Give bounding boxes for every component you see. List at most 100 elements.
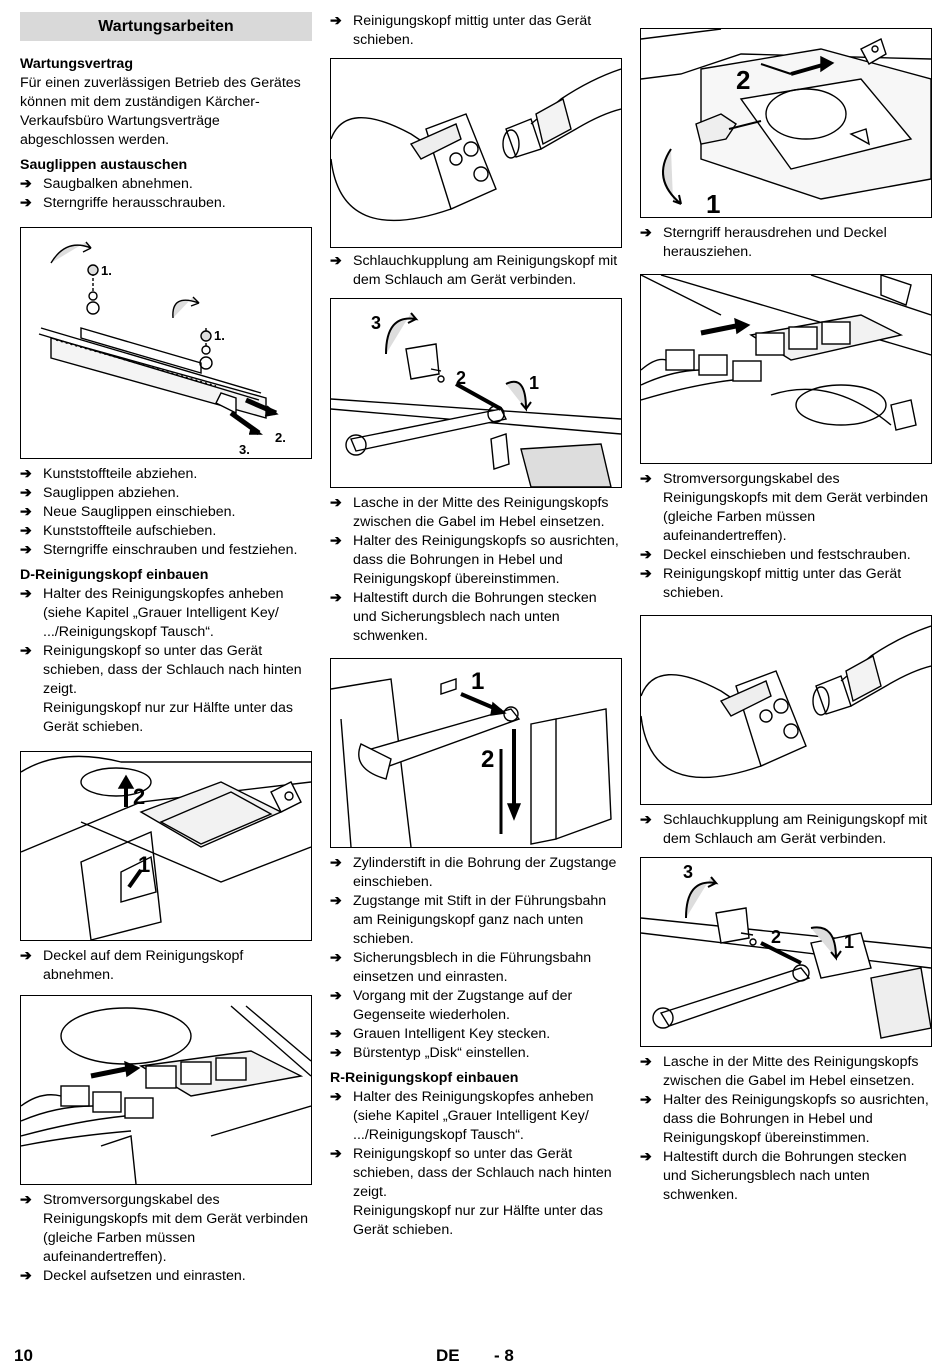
heading-wartungsvertrag: Wartungsvertrag — [20, 56, 133, 72]
right-arrow-icon: ➔ — [20, 948, 32, 964]
right-arrow-icon: ➔ — [640, 1092, 652, 1108]
step-item: ➔Deckel einschieben und festschrauben. — [640, 546, 932, 565]
step-item: ➔Grauen Intelligent Key stecken. — [330, 1025, 622, 1044]
right-arrow-icon: ➔ — [20, 1268, 32, 1284]
step-text: Saugbalken abnehmen. — [43, 176, 193, 192]
column-3: 2 1 ➔ Sterngriff herausdrehen und Deckel … — [640, 12, 932, 1205]
step-item: ➔ Halter des Reinigungskopfes anheben (si… — [330, 1088, 622, 1145]
right-arrow-icon: ➔ — [330, 893, 342, 909]
step-item: ➔Haltestift durch die Bohrungen stecken … — [330, 589, 622, 646]
step-text: Kunststoffteile abziehen. — [43, 466, 198, 482]
right-arrow-icon: ➔ — [330, 1089, 342, 1105]
step-text: Reinigungskopf mittig unter das Gerät sc… — [353, 13, 592, 48]
step-item: ➔ Sterngriff herausdrehen und Deckel hera… — [640, 224, 932, 262]
step-text: Reinigungskopf so unter das Gerät schieb… — [43, 643, 302, 697]
page-number: 10 — [14, 1346, 33, 1365]
step-text: Halter des Reinigungskopfs so ausrichten… — [663, 1092, 929, 1146]
step-list: ➔Deckel auf dem Reinigungskopf abnehmen. — [20, 947, 312, 985]
fig-label: 1 — [706, 189, 720, 217]
figure-hose-coupling — [330, 58, 622, 248]
step-list: ➔Lasche in der Mitte des Reinigungskopfs… — [330, 494, 622, 646]
step-text: Reinigungskopf mittig unter das Gerät sc… — [663, 566, 902, 601]
right-arrow-icon: ➔ — [640, 225, 652, 241]
note-text: Reinigungskopf nur zur Hälfte unter das … — [43, 700, 293, 735]
heading-sauglippen: Sauglippen austauschen — [20, 157, 188, 173]
step-text: Reinigungskopf so unter das Gerät schieb… — [353, 1146, 612, 1200]
fig-label: 1 — [844, 932, 854, 952]
fig-label: 2 — [456, 368, 466, 388]
step-list: ➔ Schlauchkupplung am Reinigungskopf mit … — [640, 811, 932, 849]
step-text: Kunststoffteile aufschieben. — [43, 523, 217, 539]
column-2: ➔ Reinigungskopf mittig unter das Gerät s… — [330, 12, 622, 1240]
step-text: Sterngriffe einschrauben und festziehen. — [43, 542, 298, 558]
right-arrow-icon: ➔ — [330, 1146, 342, 1162]
section-title: Wartungsarbeiten — [20, 12, 312, 41]
step-text: Stromversorgungskabel des Reinigungskopf… — [43, 1192, 308, 1265]
right-arrow-icon: ➔ — [640, 1149, 652, 1165]
step-list: ➔ Schlauchkupplung am Reinigungskopf mit … — [330, 252, 622, 290]
step-text: Schlauchkupplung am Reinigungskopf mit d… — [663, 812, 928, 847]
step-list: ➔ Halter des Reinigungskopfes anheben (si… — [330, 1088, 622, 1202]
step-text: Halter des Reinigungskopfes anheben (sie… — [43, 586, 284, 640]
figure-cover-open: 2 1 — [20, 751, 312, 941]
right-arrow-icon: ➔ — [640, 566, 652, 582]
step-list: ➔ Halter des Reinigungskopfes anheben (si… — [20, 585, 312, 699]
right-arrow-icon: ➔ — [640, 547, 652, 563]
step-item: ➔ Schlauchkupplung am Reinigungskopf mit … — [330, 252, 622, 290]
figure-cable-connect-2 — [640, 274, 932, 464]
right-arrow-icon: ➔ — [20, 504, 32, 520]
right-arrow-icon: ➔ — [330, 533, 342, 549]
step-text: Haltestift durch die Bohrungen stecken u… — [663, 1149, 907, 1203]
right-arrow-icon: ➔ — [20, 195, 32, 211]
step-item: ➔ Zugstange mit Stift in der Führungsbahn… — [330, 892, 622, 949]
step-text: Stromversorgungskabel des Reinigungskopf… — [663, 471, 928, 544]
step-text: Sterngriff herausdrehen und Deckel herau… — [663, 225, 887, 260]
step-item: ➔ Halter des Reinigungskopfs so ausrichte… — [640, 1091, 932, 1148]
fig-label: 1. — [101, 263, 112, 278]
note-text: Reinigungskopf nur zur Hälfte unter das … — [353, 1203, 603, 1238]
step-item: ➔Lasche in der Mitte des Reinigungskopfs… — [640, 1053, 932, 1091]
step-text: Halter des Reinigungskopfes anheben (sie… — [353, 1089, 594, 1143]
right-arrow-icon: ➔ — [330, 253, 342, 269]
right-arrow-icon: ➔ — [20, 542, 32, 558]
heading-d-head: D-Reinigungskopf einbauen — [20, 567, 209, 583]
fig-label: 3 — [371, 313, 381, 333]
heading-r-head: R-Reinigungskopf einbauen — [330, 1070, 519, 1086]
fig-label: 1 — [529, 373, 539, 393]
right-arrow-icon: ➔ — [20, 523, 32, 539]
fig-label: 2 — [771, 927, 781, 947]
fig-label: 2. — [275, 430, 286, 445]
step-item: ➔Zylinderstift in die Bohrung der Zugsta… — [330, 854, 622, 892]
fig-label: 1 — [138, 852, 150, 877]
step-item: ➔Vorgang mit der Zugstange auf der Gegen… — [330, 987, 622, 1025]
step-text: Schlauchkupplung am Reinigungskopf mit d… — [353, 253, 618, 288]
fig-label: 1. — [214, 328, 225, 343]
right-arrow-icon: ➔ — [20, 586, 32, 602]
step-text: Deckel aufsetzen und einrasten. — [43, 1268, 246, 1284]
figure-pull-rod: 1 2 — [330, 658, 622, 848]
step-text: Bürstentyp „Disk“ einstellen. — [353, 1045, 530, 1061]
step-text: Zugstange mit Stift in der Führungsbahn … — [353, 893, 607, 947]
step-item: ➔ Reinigungskopf so unter das Gerät schie… — [20, 642, 312, 699]
fig-label: 3. — [239, 442, 250, 457]
right-arrow-icon: ➔ — [20, 485, 32, 501]
fig-label: 3 — [683, 862, 693, 882]
step-item: ➔Sauglippen abziehen. — [20, 484, 312, 503]
step-item: ➔ Reinigungskopf so unter das Gerät schie… — [330, 1145, 622, 1202]
step-item: ➔Bürstentyp „Disk“ einstellen. — [330, 1044, 622, 1063]
figure-lever-mount: 3 2 1 — [330, 298, 622, 488]
figure-squeegee-lips: 1. 1. 2. 3. — [20, 227, 312, 459]
right-arrow-icon: ➔ — [640, 1054, 652, 1070]
step-item: ➔ Reinigungskopf mittig unter das Gerät s… — [640, 565, 932, 603]
step-item: ➔ Reinigungskopf mittig unter das Gerät s… — [330, 12, 622, 50]
fig-label: 2 — [736, 65, 750, 95]
right-arrow-icon: ➔ — [20, 643, 32, 659]
right-arrow-icon: ➔ — [330, 13, 342, 29]
step-list: ➔ Kunststoffteile abziehen. ➔Sauglippen a… — [20, 465, 312, 560]
step-list: ➔ Zylinderstift in die Bohrung der Zugsta… — [330, 854, 622, 1063]
step-text: Neue Sauglippen einschieben. — [43, 504, 236, 520]
right-arrow-icon: ➔ — [330, 590, 342, 606]
right-arrow-icon: ➔ — [640, 812, 652, 828]
step-text: Zylinderstift in die Bohrung der Zugstan… — [353, 855, 617, 890]
step-list: ➔ Stromversorgungskabel des Reinigungskop… — [640, 470, 932, 603]
